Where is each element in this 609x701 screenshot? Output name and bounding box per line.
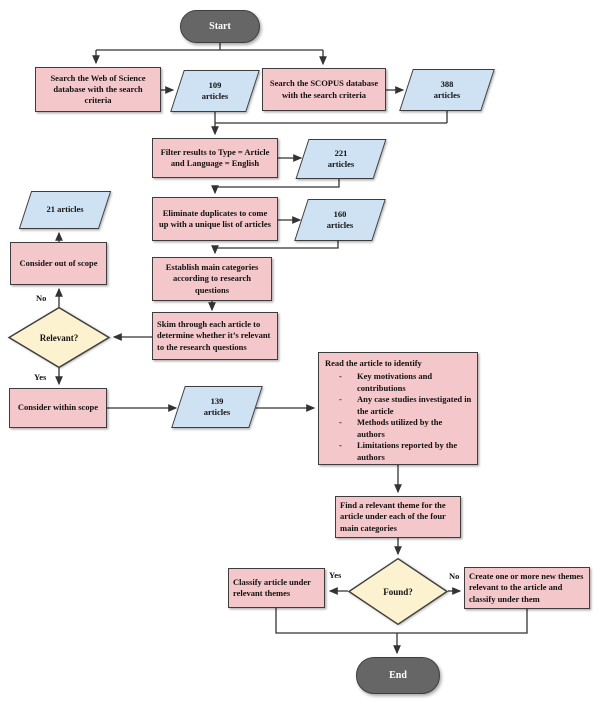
- decision-found: Found?: [348, 558, 448, 625]
- process-find-theme: Find a relevant theme for the article un…: [335, 496, 461, 538]
- bullet-item: - Limitations reported by the authors: [339, 440, 458, 462]
- read-article-bullets: - Key motivations and contributions - An…: [325, 371, 472, 463]
- process-skim-articles: Skim through each article to determine w…: [152, 312, 278, 360]
- edge-label-found-yes: Yes: [329, 570, 342, 580]
- edge-label-no: No: [36, 293, 47, 303]
- data-388-articles: 388 articles: [399, 69, 495, 111]
- process-classify-article: Classify article under relevant themes: [228, 568, 325, 608]
- process-search-scopus: Search the SCOPUS database with the sear…: [262, 68, 386, 111]
- process-search-web-of-science: Search the Web of Science database with …: [35, 67, 161, 112]
- data-139-articles: 139 articles: [171, 386, 263, 428]
- bullet-item: - Key motivations and contributions: [339, 371, 433, 393]
- process-read-article: Read the article to identify - Key motiv…: [318, 352, 478, 465]
- read-article-title: Read the article to identify: [325, 358, 422, 368]
- data-109-articles: 109 articles: [170, 70, 260, 112]
- bullet-item: - Any case studies investigated in the a…: [339, 394, 472, 416]
- end-terminal: End: [356, 657, 440, 694]
- process-create-themes: Create one or more new themes relevant t…: [464, 567, 590, 609]
- edge-label-yes: Yes: [34, 372, 47, 382]
- data-160-articles: 160 articles: [294, 199, 386, 241]
- data-21-articles: 21 articles: [18, 191, 112, 229]
- decision-relevant: Relevant?: [8, 307, 110, 368]
- process-establish-categories: Establish main categories according to r…: [152, 257, 272, 301]
- process-filter-results: Filter results to Type = Article and Lan…: [152, 138, 278, 178]
- bullet-item: - Methods utilized by the authors: [339, 417, 443, 439]
- start-terminal: Start: [180, 10, 260, 43]
- data-221-articles: 221 articles: [295, 139, 387, 179]
- edge-label-found-no: No: [449, 571, 460, 581]
- process-consider-out-of-scope: Consider out of scope: [10, 242, 107, 285]
- process-consider-within-scope: Consider within scope: [9, 388, 107, 428]
- process-eliminate-duplicates: Eliminate duplicates to come up with a u…: [152, 197, 278, 241]
